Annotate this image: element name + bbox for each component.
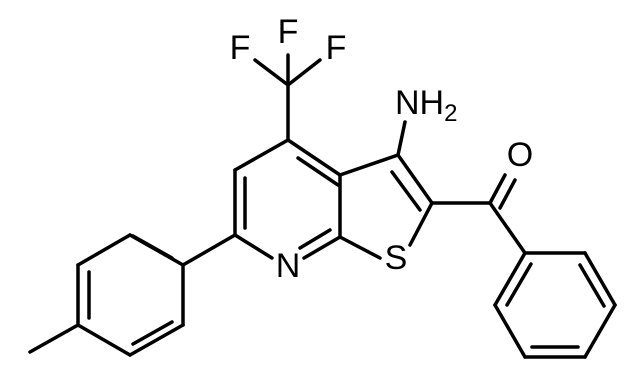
fluorine-label-3: F [326,29,347,67]
bond-c4-c5 [233,138,290,172]
sulfur-label: S [385,239,408,277]
bond-ph6-ph1 [493,251,527,307]
bond-tol5-tol6 [128,323,185,357]
oxygen-label: O [507,136,533,174]
bond-tol1-tol2-double [131,234,174,260]
bond-carbonyl-o [488,173,507,205]
bond-c3-c2 [396,153,434,205]
amine-label: NH2 [395,84,457,127]
bond-c3-nh2 [396,120,407,157]
bond-c6-tolyl [181,233,237,267]
bond-tol4-tol5 [76,323,132,357]
bond-c3-c2-double [390,170,422,212]
bond-lines [28,53,617,359]
bond-ph5-ph6 [493,303,527,359]
bond-tol5-tol6-double [131,320,174,346]
bond-cf3-f1 [253,58,290,87]
fluorine-label-1: F [230,29,251,67]
amine-main-text: NH [395,84,444,122]
bond-carbonyl-o-double [498,178,517,210]
bond-ph3-ph4 [583,303,617,359]
bond-carbonyl-phenyl [488,201,527,255]
nitrogen-label: N [276,247,301,285]
bond-c2-s [408,201,434,247]
amine-subscript: 2 [444,100,457,127]
bond-ph2-ph3 [583,251,617,307]
bond-c4a-c3 [338,153,400,177]
bond-tol-methyl [28,323,80,354]
bond-s-c7a [338,235,382,260]
bond-tol2-tol3 [76,233,132,267]
bond-n-c7a [302,235,342,260]
bond-c6-n [233,233,274,260]
bond-cf3-f3 [286,58,322,87]
bond-ph2-ph3-double [578,263,606,308]
bond-n-c7a-double [298,228,332,250]
bond-ph6-ph1-double [505,262,533,307]
fluorine-label-2: F [278,13,299,51]
atom-labels: F F F NH2 O N S [230,13,534,285]
bond-c4a-c4-double [296,156,340,187]
bond-c4-c4a [286,138,342,177]
